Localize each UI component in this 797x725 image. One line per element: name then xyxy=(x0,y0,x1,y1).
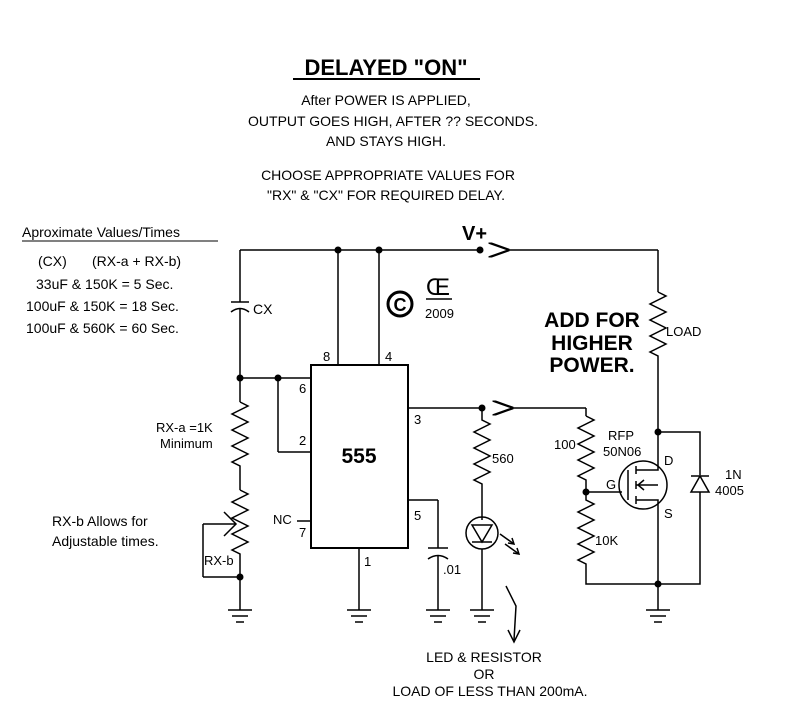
table-heading: Aproximate Values/Times xyxy=(22,224,180,240)
add-text-2: HIGHER xyxy=(551,332,633,355)
capacitor-cx xyxy=(230,301,250,378)
source-label: S xyxy=(664,506,673,521)
load-note-2: OR xyxy=(474,666,495,682)
resistor-560 xyxy=(472,408,492,520)
copyright-year: 2009 xyxy=(425,306,454,321)
junction-pin8 xyxy=(334,246,342,254)
resistor-load xyxy=(648,291,668,432)
load-label: LOAD xyxy=(666,324,701,339)
junction-rxb xyxy=(236,573,244,581)
resistor-rxa xyxy=(230,401,250,490)
pin7-label: 7 xyxy=(299,525,306,540)
rfp-part-label: 50N06 xyxy=(603,444,641,459)
pin2-label: 2 xyxy=(299,433,306,448)
pin4-label: 4 xyxy=(385,349,392,364)
junction-cx xyxy=(236,374,244,382)
junction-pin4 xyxy=(375,246,383,254)
rxb-note-2: Adjustable times. xyxy=(52,533,159,549)
rxb-wiper xyxy=(202,511,240,578)
add-text-3: POWER. xyxy=(549,354,634,377)
ground-icon xyxy=(426,609,450,623)
load-note-3: LOAD OF LESS THAN 200mA. xyxy=(392,683,587,699)
desc-line-1: After POWER IS APPLIED, xyxy=(301,92,471,108)
copyright-symbol: C xyxy=(394,295,407,315)
gate-label: G xyxy=(606,477,616,492)
author-logo: Œ xyxy=(426,274,450,301)
rxa-minimum-label: Minimum xyxy=(160,436,213,451)
copyright-circle xyxy=(386,290,414,318)
ic-555-body xyxy=(310,364,409,549)
note-arrow xyxy=(505,585,521,644)
r10k-label: 10K xyxy=(595,533,618,548)
pin8-label: 8 xyxy=(323,349,330,364)
capacitor-01 xyxy=(408,499,449,610)
ic-555-label: 555 xyxy=(341,445,376,468)
drain-label: D xyxy=(664,453,673,468)
r560-label: 560 xyxy=(492,451,514,466)
ground-icon xyxy=(347,609,371,623)
r100-label: 100 xyxy=(554,437,576,452)
desc-line-3: AND STAYS HIGH. xyxy=(326,133,446,149)
pin5-label: 5 xyxy=(414,508,421,523)
pin3-label: 3 xyxy=(414,412,421,427)
junction-trigger xyxy=(274,374,282,382)
desc-line-4: CHOOSE APPROPRIATE VALUES FOR xyxy=(261,167,515,183)
table-row-1: 33uF & 150K = 5 Sec. xyxy=(36,276,173,292)
c01-label: .01 xyxy=(443,562,461,577)
title: DELAYED "ON" xyxy=(304,55,467,80)
cx-label: CX xyxy=(253,301,273,317)
supply-rail xyxy=(239,249,480,365)
desc-line-5: "RX" & "CX" FOR REQUIRED DELAY. xyxy=(267,187,505,203)
vplus-label: V+ xyxy=(462,223,487,245)
vplus-terminal xyxy=(476,246,484,254)
pin6-label: 6 xyxy=(299,381,306,396)
desc-line-2: OUTPUT GOES HIGH, AFTER ?? SECONDS. xyxy=(248,113,538,129)
add-text-1: ADD FOR xyxy=(544,309,640,332)
mosfet xyxy=(618,432,668,584)
resistor-10k xyxy=(576,492,658,585)
table-header-cx: (CX) xyxy=(38,253,67,269)
diode-label-1: 1N xyxy=(725,467,742,482)
nc-label: NC xyxy=(273,512,292,527)
table-header-rx: (RX-a + RX-b) xyxy=(92,253,181,269)
resistor-rxb xyxy=(230,489,250,610)
led xyxy=(465,516,521,610)
rfp-label: RFP xyxy=(608,428,634,443)
diode-label-2: 4005 xyxy=(715,483,744,498)
diode-1n4005 xyxy=(658,431,711,585)
ground-icon xyxy=(470,609,494,623)
pin1-label: 1 xyxy=(364,554,371,569)
rxa-label: RX-a =1K xyxy=(156,420,213,435)
table-row-3: 100uF & 560K = 60 Sec. xyxy=(26,320,179,336)
rxb-note-1: RX-b Allows for xyxy=(52,513,148,529)
ground-icon xyxy=(228,609,252,623)
ground-icon xyxy=(646,609,670,623)
junction-drain xyxy=(654,428,662,436)
table-row-2: 100uF & 150K = 18 Sec. xyxy=(26,298,179,314)
load-note-1: LED & RESISTOR xyxy=(426,649,542,665)
rxb-label: RX-b xyxy=(204,553,234,568)
resistor-100 xyxy=(576,415,596,492)
